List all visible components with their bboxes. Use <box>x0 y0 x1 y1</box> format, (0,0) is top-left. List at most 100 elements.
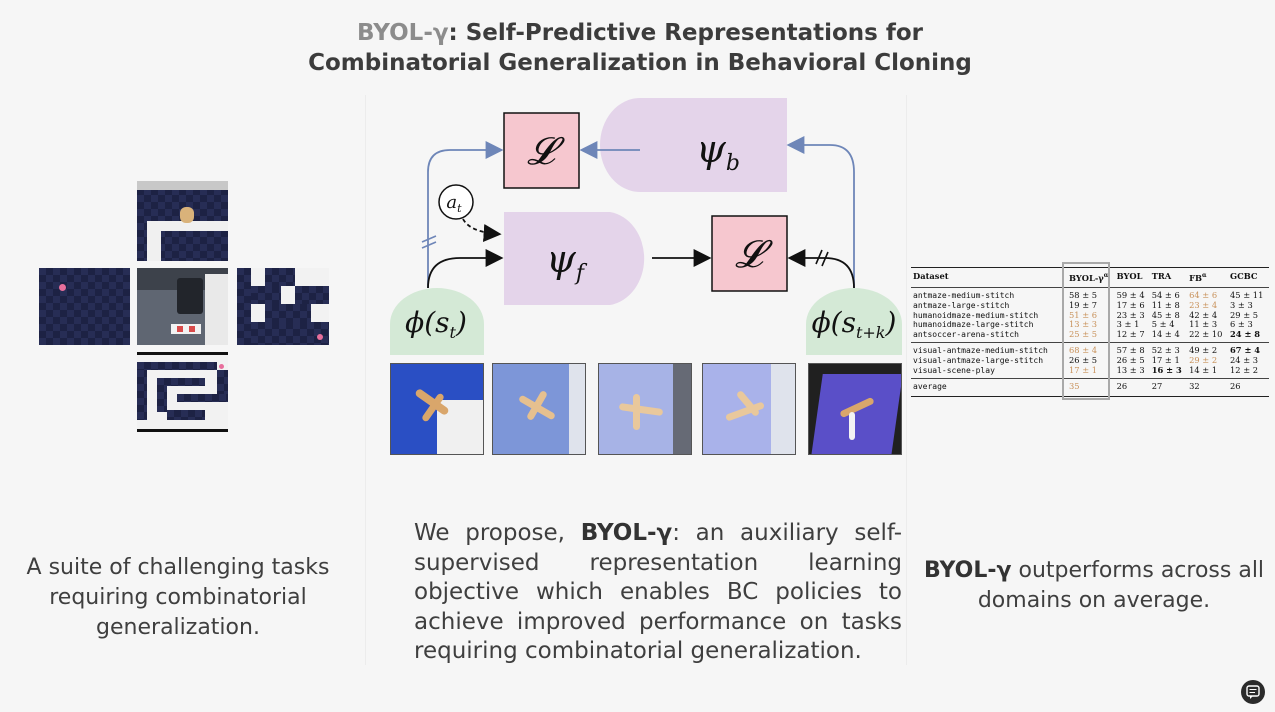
action-label: at <box>446 192 462 215</box>
score-cell: 12 ± 7 <box>1116 328 1145 339</box>
score-cell: 3 ± 1 <box>1116 319 1140 330</box>
score-cell: 17 ± 1 <box>1151 354 1180 365</box>
score-cell: 17 ± 1 <box>1069 364 1098 375</box>
frame-4 <box>702 363 796 455</box>
phi-right-block <box>806 288 902 355</box>
score-cell: 12 ± 2 <box>1230 364 1259 375</box>
score-cell: 13 ± 3 <box>1069 319 1098 330</box>
table-row: antmaze-large-stitch 19 ± 7 17 ± 6 11 ± 8 23… <box>911 299 1269 311</box>
stop-gradient-mark-right <box>815 249 829 267</box>
humanoid-figure <box>180 207 194 223</box>
score-cell: 45 ± 8 <box>1151 309 1180 320</box>
phi-right-label: ϕ(st+k) <box>812 306 897 342</box>
score-cell: 29 ± 2 <box>1189 354 1218 365</box>
caption-left: A suite of challenging tasks requiring c… <box>26 555 330 640</box>
score-cell: 6 ± 3 <box>1230 319 1253 330</box>
table-row: visual-antmaze-large-stitch 26 ± 5 26 ± 5 1… <box>911 354 1269 366</box>
dataset-name-cell: visual-antmaze-medium-stitch <box>913 346 1048 356</box>
arrow-phi-right-to-loss <box>787 249 855 289</box>
action-node <box>438 184 474 220</box>
frame-2 <box>492 363 586 455</box>
slide-title: BYOL-γ: Self-Predictive Representations … <box>0 18 1275 78</box>
col-header-fb: FBα <box>1189 272 1207 283</box>
antmaze-dark-tile <box>39 268 130 345</box>
table-row: visual-antmaze-medium-stitch 68 ± 4 57 ± 8… <box>911 342 1269 356</box>
chat-button[interactable] <box>1241 680 1265 704</box>
phi-left-block <box>390 288 484 355</box>
stop-gradient-mark-left <box>421 235 437 249</box>
dataset-name-cell: antmaze-medium-stitch <box>913 291 1015 301</box>
maze-tile <box>237 268 329 345</box>
frame-3 <box>598 363 692 455</box>
arrow-phi-to-loss-top <box>427 141 504 288</box>
score-cell: 26 <box>1116 381 1128 392</box>
chat-icon <box>1246 685 1260 699</box>
architecture-diagram: ψb 𝓛 ψf 𝓛 ϕ(st) ϕ(st+k) at <box>390 98 902 355</box>
score-cell: 5 ± 4 <box>1151 319 1175 330</box>
table-row: antsoccer-arena-stitch 25 ± 5 12 ± 7 14 ± 4… <box>911 328 1269 343</box>
score-cell: 16 ± 3 <box>1151 364 1182 375</box>
score-cell: 24 ± 8 <box>1230 328 1261 339</box>
frame-1 <box>390 363 484 455</box>
score-cell: 58 ± 5 <box>1069 290 1098 301</box>
score-cell: 19 ± 7 <box>1069 299 1098 310</box>
arrow-action-to-psi-f <box>462 218 502 242</box>
arrow-phi-right-to-psi-b <box>786 136 855 288</box>
score-cell: 11 ± 3 <box>1189 319 1218 330</box>
score-cell: 25 ± 5 <box>1069 328 1098 339</box>
score-cell: 59 ± 4 <box>1116 290 1145 301</box>
score-cell: 14 ± 4 <box>1151 328 1180 339</box>
caption-middle: We propose, BYOL-γ: an auxiliary self-su… <box>414 520 903 664</box>
column-divider-left <box>365 95 366 665</box>
table-row: humanoidmaze-large-stitch 13 ± 3 3 ± 1 5 ± … <box>911 320 1269 330</box>
phi-left-label: ϕ(st) <box>405 306 467 342</box>
dataset-name-cell: humanoidmaze-large-stitch <box>913 320 1034 330</box>
score-cell: 13 ± 3 <box>1116 364 1145 375</box>
dataset-name-cell: visual-antmaze-large-stitch <box>913 355 1044 365</box>
score-cell: 54 ± 6 <box>1151 290 1180 301</box>
loss-box-mid <box>711 215 788 292</box>
title-highlight: BYOL-γ <box>357 20 449 46</box>
dataset-name-cell: visual-scene-play <box>913 365 995 375</box>
score-cell: 24 ± 3 <box>1230 354 1259 365</box>
goal-dot <box>59 284 66 291</box>
score-cell: 49 ± 2 <box>1189 345 1218 356</box>
column-divider-right <box>906 95 907 665</box>
title-line-2: Combinatorial Generalization in Behavior… <box>308 50 972 76</box>
score-cell: 27 <box>1151 381 1163 392</box>
score-cell: 68 ± 4 <box>1069 345 1098 356</box>
col-header-byol: BYOL <box>1116 271 1143 282</box>
score-cell: 17 ± 6 <box>1116 299 1145 310</box>
score-cell: 23 ± 3 <box>1116 309 1145 320</box>
score-cell: 23 ± 4 <box>1189 299 1218 310</box>
col-header-dataset: Dataset <box>913 271 949 282</box>
score-cell: 26 ± 5 <box>1116 354 1145 365</box>
results-table: Dataset BYOL-γα BYOL TRA FBα GCBC antmaz… <box>911 267 1269 397</box>
goal-dot <box>219 364 224 369</box>
score-cell: 35 <box>1069 381 1080 392</box>
title-line-1: BYOL-γ: Self-Predictive Representations … <box>0 18 1275 48</box>
score-cell: 42 ± 4 <box>1189 309 1218 320</box>
score-cell: 64 ± 6 <box>1189 290 1218 301</box>
score-cell: 26 ± 5 <box>1069 354 1098 365</box>
dataset-name-cell: antsoccer-arena-stitch <box>913 329 1019 339</box>
col-header-gcbc: GCBC <box>1230 271 1258 282</box>
humanoid-maze-tile <box>137 181 228 261</box>
score-cell: 11 ± 8 <box>1151 299 1180 310</box>
score-cell: 22 ± 10 <box>1189 328 1223 339</box>
caption-right: BYOL-γ outperforms across all domains on… <box>923 558 1265 613</box>
arrow-phi-to-psi-f <box>427 249 504 289</box>
score-cell: 26 <box>1230 381 1241 392</box>
frame-5 <box>808 363 902 455</box>
dataset-name-cell: antmaze-large-stitch <box>913 300 1010 310</box>
caption-middle-bold: BYOL-γ <box>580 520 673 546</box>
score-cell: 45 ± 11 <box>1230 290 1264 301</box>
score-cell: 32 <box>1189 381 1200 392</box>
caption-right-bold: BYOL-γ <box>923 558 1012 583</box>
large-maze-tile <box>137 352 228 432</box>
score-cell: 57 ± 8 <box>1116 345 1145 356</box>
col-header-byol-gamma: BYOL-γα <box>1069 272 1109 283</box>
score-cell: 51 ± 6 <box>1069 309 1098 320</box>
